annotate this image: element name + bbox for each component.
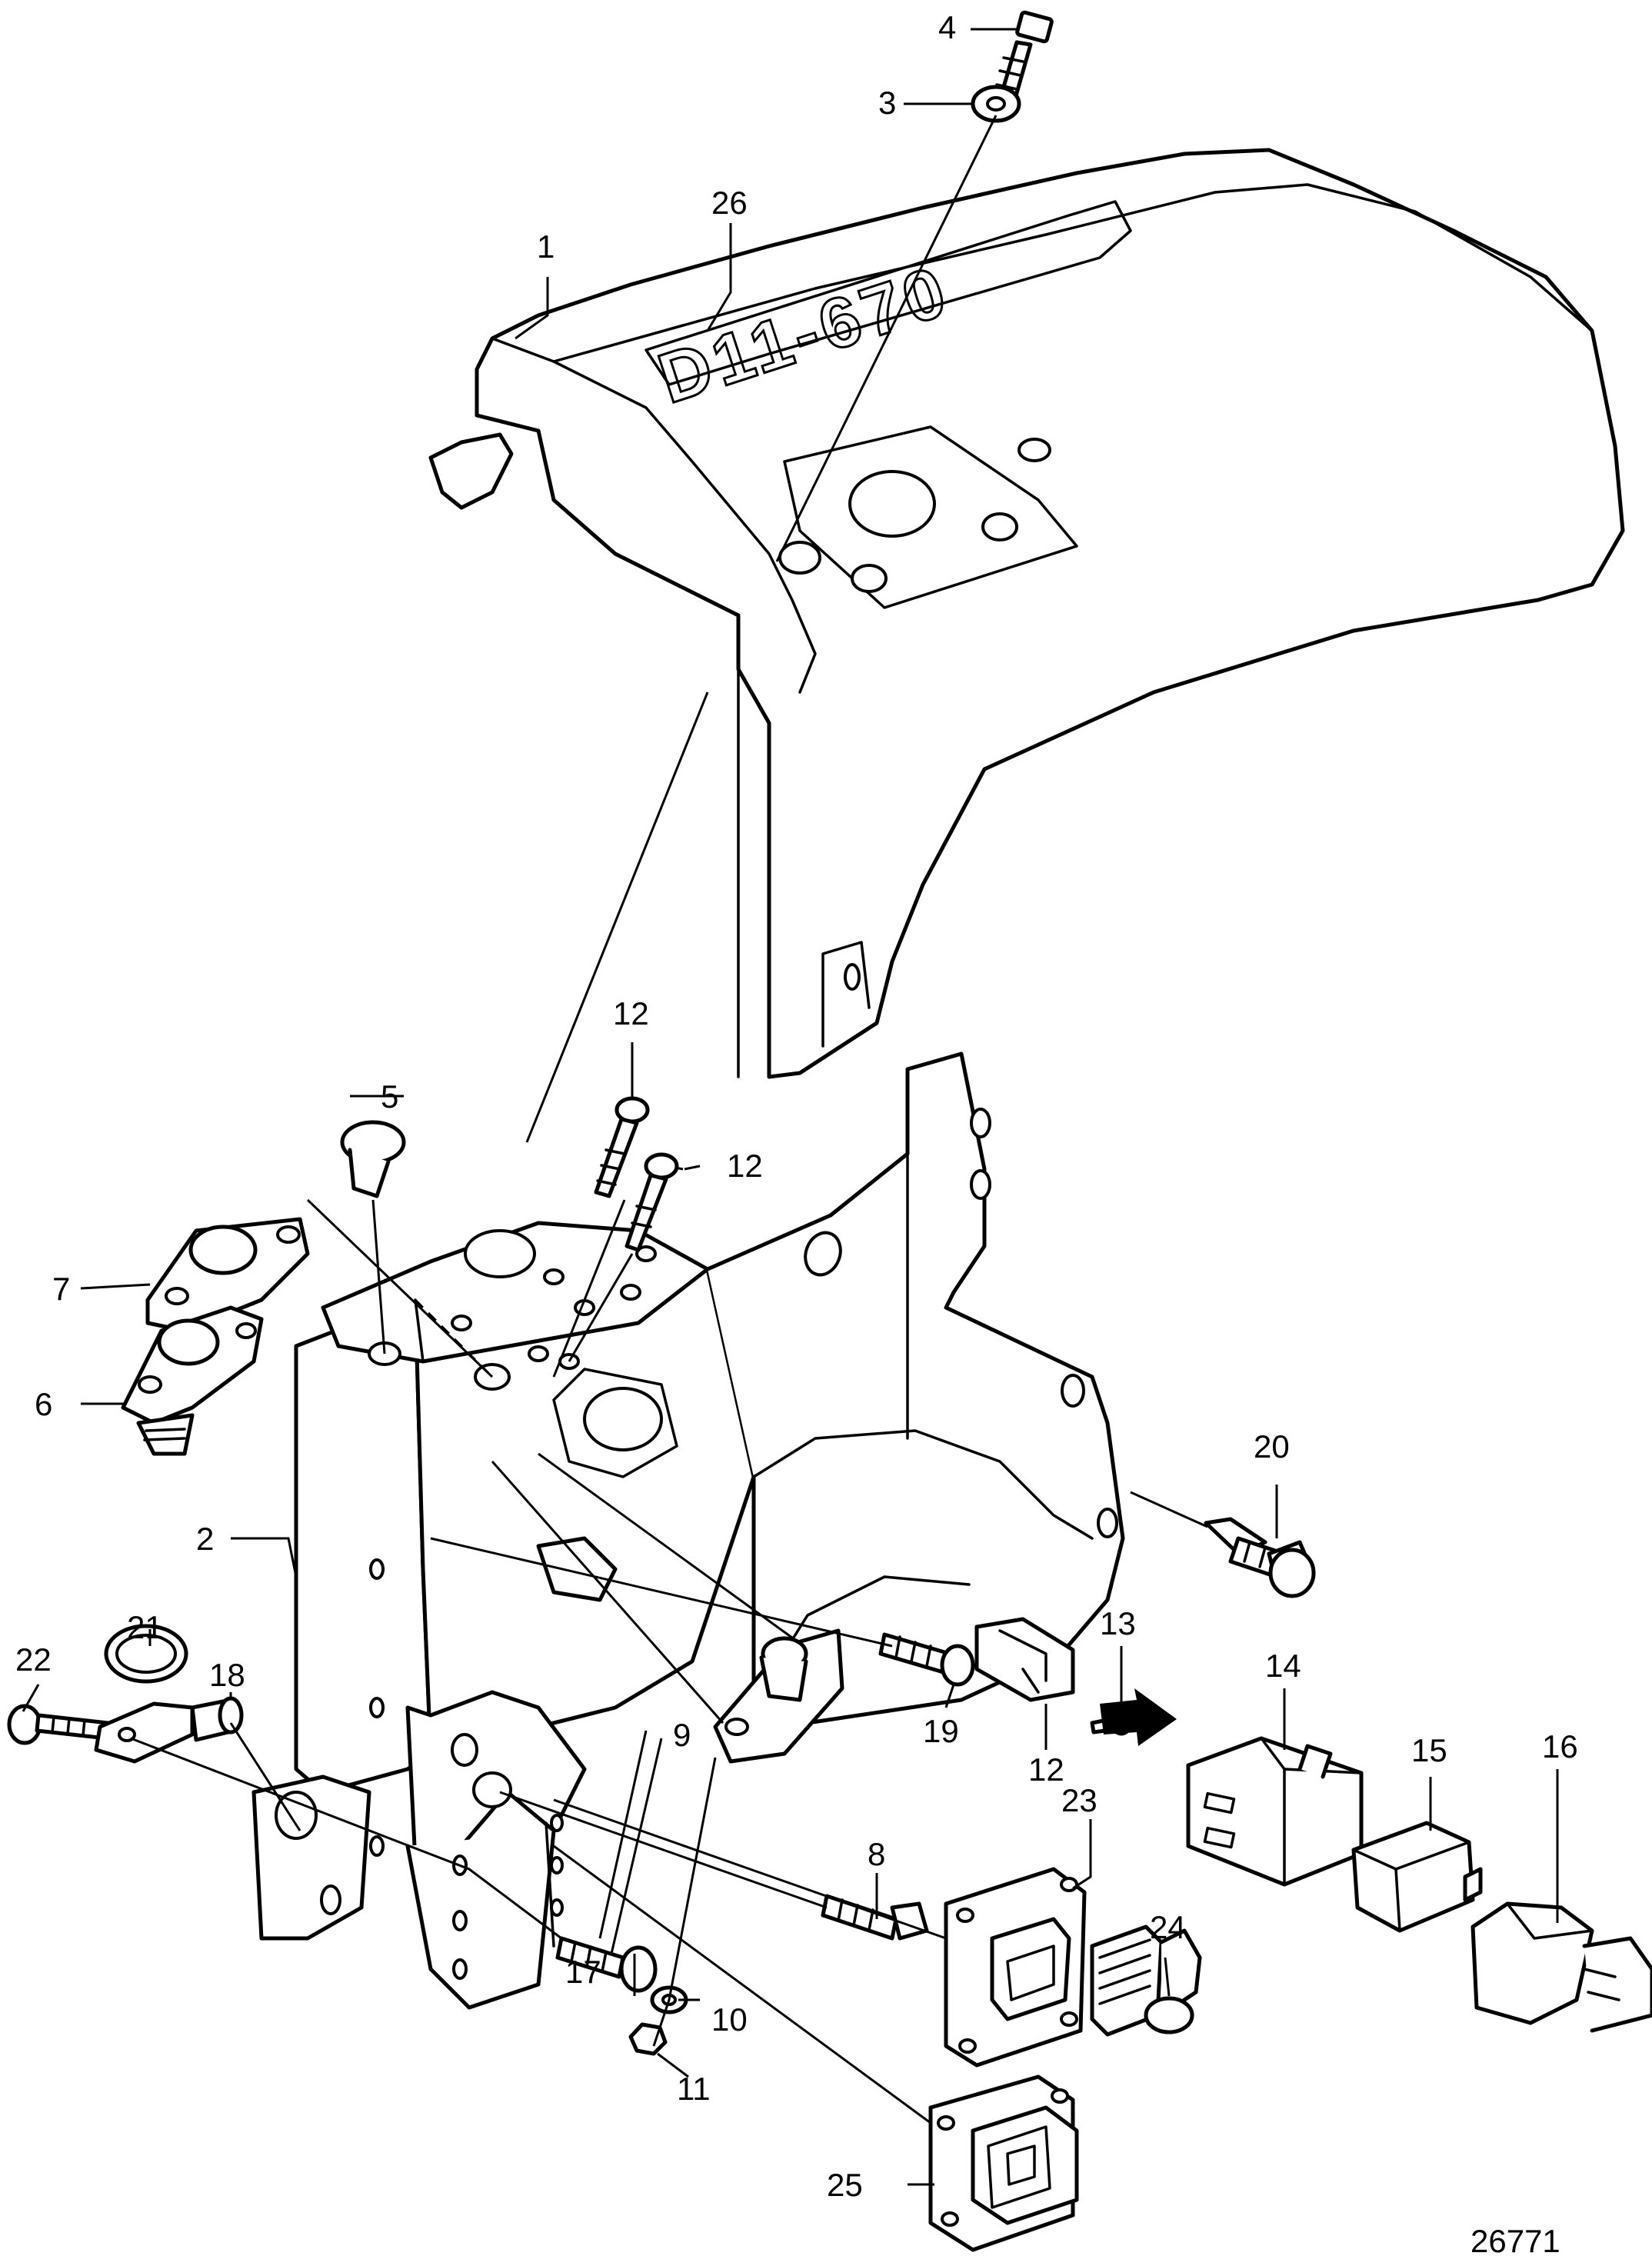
callout-12b: 12 [727, 1148, 763, 1184]
callout-18: 17 [565, 1954, 601, 1990]
relay-holder-15 [1186, 1736, 1364, 1887]
callout-19: 18 [209, 1657, 245, 1693]
callout-5: 5 [381, 1078, 398, 1115]
callout-21: 20 [1254, 1428, 1290, 1465]
callout-2: 2 [196, 1521, 214, 1557]
mounting-bracket [251, 1051, 1125, 2010]
clamp-22 [94, 1624, 195, 1764]
cover-hole-lower [851, 564, 888, 593]
callout-17: 16 [1542, 1728, 1578, 1764]
callout-20: 19 [923, 1713, 959, 1749]
callout-12a: 12 [613, 995, 649, 1031]
callout-labels: 4 3 26 1 12 5 12 7 6 20 2 13 14 15 16 22… [15, 9, 1578, 2256]
callout-15: 14 [1265, 1648, 1301, 1684]
sensor-9 [713, 1628, 844, 1764]
alignment-lines [130, 115, 1208, 2124]
bracket-top-large-hole [464, 1229, 536, 1278]
callout-22: 21 [127, 1609, 163, 1645]
top-cover: D11-670 [428, 148, 1625, 1079]
bolt-21 [1204, 1517, 1316, 1598]
connector-17 [1470, 1901, 1652, 2033]
bolt-8 [821, 1894, 929, 1941]
relay-16 [1351, 1821, 1483, 1933]
spacer-19 [190, 1696, 244, 1742]
cover-hole-top [1018, 438, 1051, 462]
callout-7: 7 [52, 1271, 70, 1307]
callout-25: 24 [1150, 1909, 1186, 1945]
callout-1: 1 [537, 228, 555, 265]
cover-hole-right [981, 512, 1018, 542]
screw-12a [594, 1096, 650, 1198]
cover-center-hole [848, 470, 936, 538]
cover-screw-hole [778, 541, 821, 575]
screw-12b [624, 1152, 679, 1252]
callout-24: 23 [1061, 1782, 1097, 1818]
callout-14: 13 [1100, 1605, 1136, 1641]
stop-switch-6 [121, 1305, 264, 1456]
callout-4: 4 [938, 9, 956, 45]
callout-11: 11 [677, 2071, 711, 2107]
callout-13: 12 [1028, 1751, 1064, 1788]
callout-3: 3 [878, 85, 896, 121]
callout-26: 25 [827, 2167, 863, 2203]
bolt-18 [555, 1936, 658, 1993]
insert-direction-arrow [1100, 1688, 1177, 1746]
bolt-20 [878, 1632, 975, 1687]
callout-16: 15 [1411, 1732, 1447, 1768]
connector-plate-24 [944, 1867, 1087, 2068]
clip-13 [974, 1617, 1075, 1702]
switch-cover-7 [145, 1217, 310, 1333]
callout-6: 6 [35, 1386, 52, 1422]
connector-26 [928, 2074, 1079, 2252]
callout-10: 10 [711, 2001, 748, 2038]
figure-id: 26771 [1470, 2223, 1560, 2256]
callout-8: 8 [868, 1836, 885, 1872]
callout-9: 9 [673, 1717, 691, 1753]
small-parts [7, 10, 1652, 2252]
bolt-23 [7, 1704, 110, 1745]
callout-27: 26 [711, 185, 748, 221]
callout-23: 22 [15, 1641, 52, 1678]
callout-leaders [22, 28, 1559, 2186]
grommet-5 [340, 1120, 406, 1198]
nut-11 [628, 2022, 668, 2056]
plug-25 [1090, 1924, 1202, 2037]
